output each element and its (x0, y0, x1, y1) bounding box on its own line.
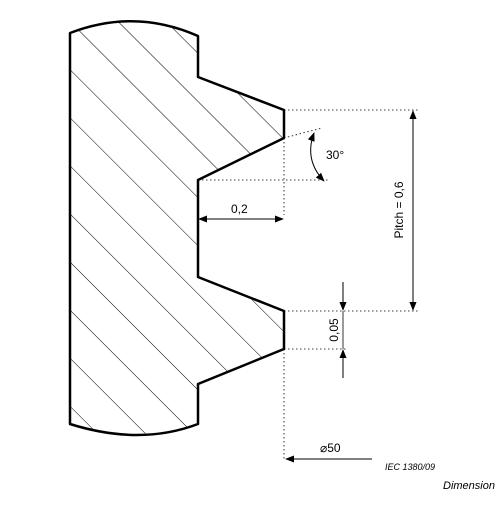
crest-width-label: 0,2 (231, 202, 248, 216)
figure-caption: Dimension (443, 480, 495, 492)
angle-label: 30° (326, 148, 344, 162)
pitch-label: Pitch = 0,6 (392, 181, 406, 238)
diameter-label: ⌀50 (320, 441, 341, 455)
extension-lines (198, 109, 418, 460)
thread-body (68, 20, 286, 437)
reference-code: IEC 1380/09 (385, 462, 435, 472)
depth-label: 0,05 (327, 318, 341, 342)
angle-arc (307, 132, 325, 182)
